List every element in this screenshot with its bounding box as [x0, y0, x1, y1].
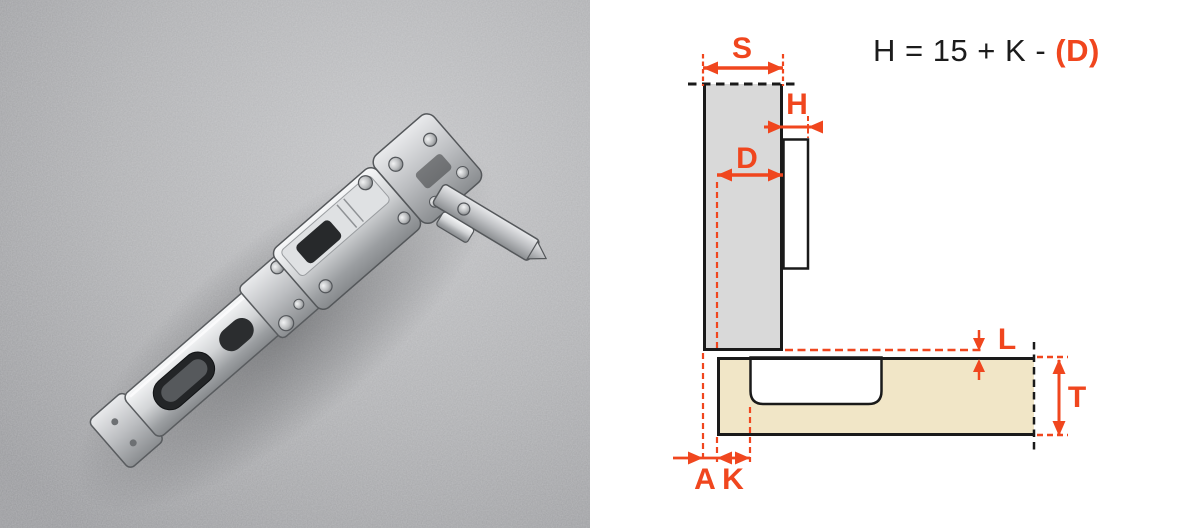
hinge-arm-slot-small — [219, 318, 254, 352]
hinge-mounting-wing — [432, 184, 548, 261]
rivet — [397, 211, 411, 225]
hinge-cup-cutout — [749, 356, 883, 406]
k-arrowhead — [735, 451, 750, 465]
hinge-arm-profile — [782, 138, 810, 270]
hinge-illustration — [0, 0, 590, 528]
dimension-l: L — [785, 323, 1016, 380]
installation-diagram: H = 15 + K - (D) — [590, 0, 1177, 528]
rivet — [278, 315, 295, 332]
rivet — [293, 298, 305, 310]
l-arrowhead — [973, 359, 985, 372]
rivet — [423, 132, 438, 147]
a-arrowhead — [688, 451, 703, 465]
wing-tab — [436, 211, 475, 243]
rivet — [357, 175, 374, 191]
dimension-label-s: S — [732, 32, 752, 65]
cabinet-panel — [717, 342, 1036, 453]
s-arrowhead — [703, 61, 718, 75]
wing-tip — [526, 240, 548, 260]
h-arrowhead — [808, 120, 823, 134]
dimension-label-h: H — [786, 88, 808, 121]
d-arrowhead — [717, 168, 732, 182]
dimension-drawing: S H D — [673, 32, 1086, 496]
dimension-label-a: A — [694, 463, 716, 496]
rivet — [456, 165, 470, 179]
rivet — [318, 279, 333, 294]
s-arrowhead — [768, 61, 783, 75]
dimension-label-d: D — [736, 142, 758, 175]
rivet — [457, 202, 471, 216]
dimension-t: T — [1037, 355, 1086, 437]
dimension-s: S — [701, 32, 785, 86]
dimension-label-t: T — [1068, 381, 1086, 414]
rivet — [388, 156, 404, 172]
arm-highlight — [129, 290, 252, 398]
formula-highlight: (D) — [1055, 33, 1100, 68]
door-panel — [688, 82, 810, 351]
d-arrowhead — [768, 168, 783, 182]
l-arrowhead — [973, 338, 985, 351]
dimension-ak: A K — [673, 353, 752, 496]
h-arrowhead — [768, 120, 783, 134]
dimension-label-l: L — [998, 323, 1016, 356]
screw-hole — [129, 439, 137, 447]
hinge-mechanism-slot — [296, 220, 342, 264]
dimension-label-k: K — [722, 463, 744, 496]
hinge-photo — [0, 0, 590, 528]
dimension-d: D — [715, 142, 783, 348]
dimension-h: H — [764, 88, 823, 139]
t-arrowhead — [1052, 421, 1066, 436]
k-arrowhead — [717, 451, 732, 465]
formula: H = 15 + K - (D) — [873, 33, 1100, 69]
formula-text: H = 15 + K - — [873, 33, 1056, 68]
spring-detail — [336, 198, 365, 228]
hinge-head-notch — [415, 154, 452, 189]
hinge-arm-slot-inner — [161, 359, 208, 402]
screw-hole — [111, 418, 119, 426]
t-arrowhead — [1052, 359, 1066, 374]
